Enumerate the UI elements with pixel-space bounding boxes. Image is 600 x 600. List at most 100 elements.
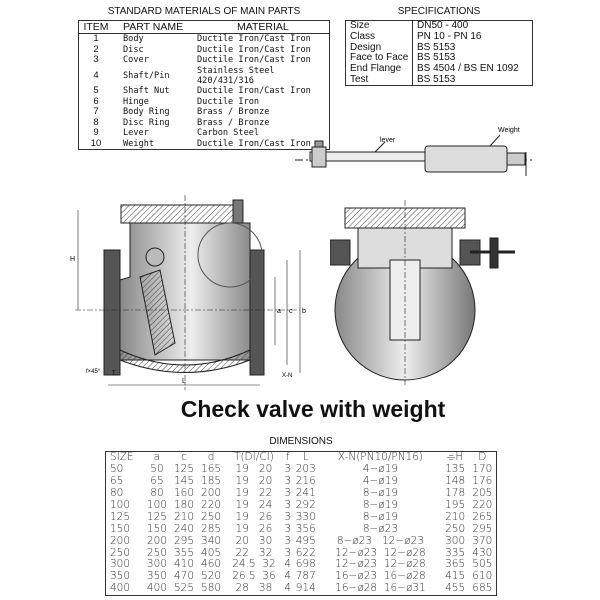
dimension-cell: 195: [445, 499, 466, 511]
dimension-cell: 335: [445, 546, 466, 559]
dimension-cell: 145: [173, 475, 195, 488]
item-number: 10: [90, 138, 102, 150]
lever-weight-drawing: lever Weight: [295, 127, 535, 176]
dimension-cell: 3: [284, 487, 292, 500]
dimension-cell: 3: [284, 499, 292, 511]
dimension-cell: 19 24: [235, 499, 273, 511]
spec-value: PN 10 - PN 16: [417, 31, 482, 43]
dimension-cell: 340: [201, 534, 222, 547]
dimension-cell: 356: [295, 522, 316, 535]
item-number: 6: [93, 95, 99, 107]
dimension-cell: 50: [150, 463, 164, 476]
dimension-cell: 355: [173, 546, 195, 559]
col-header: MATERIAL: [197, 20, 330, 34]
dimension-cell: 370: [472, 534, 493, 547]
dimension-cell: 3: [284, 510, 292, 523]
dimension-cell: 3: [284, 546, 292, 559]
spec-value: BS 5153: [417, 52, 456, 64]
material: Ductile Iron/Cast Iron: [197, 34, 311, 45]
dimension-cell: 200: [201, 487, 222, 500]
dimension-cell: 125: [146, 510, 167, 523]
material: Stainless Steel 420/431/316: [197, 65, 275, 86]
spec-value: DN50 - 400: [417, 20, 469, 32]
dimension-cell: 292: [295, 499, 316, 511]
material: Ductile Iron: [197, 96, 260, 107]
dimension-cell: 330: [295, 510, 316, 523]
material: Carbon Steel: [197, 128, 260, 139]
dimension-cell: 20 30: [235, 534, 273, 547]
dimension-cell: 400: [146, 582, 167, 595]
dimension-cell: 216: [295, 475, 316, 488]
col-header: d: [207, 451, 215, 464]
col-header: PART NAME: [113, 20, 197, 34]
dimension-cell: 210: [173, 510, 195, 523]
dimension-cell: 180: [173, 499, 195, 511]
part-name: Weight: [123, 139, 155, 150]
dimension-cell: 300: [110, 558, 131, 571]
dimension-cell: 80: [150, 487, 164, 500]
dimension-cell: 3: [284, 475, 292, 488]
dimension-cell: 8−ø19: [362, 487, 399, 500]
col-header: X-N(PN10/PN16): [337, 451, 424, 464]
lever-label: lever: [380, 137, 396, 144]
dimension-cell: 178: [445, 487, 466, 500]
dimension-cell: 685: [472, 582, 493, 595]
item-number: 5: [93, 85, 99, 97]
spec-label: Test: [345, 74, 413, 86]
col-header: T(DI/CI): [234, 451, 274, 464]
dimension-cell: 405: [201, 546, 222, 559]
col-header: ITEM: [78, 20, 113, 34]
dimension-cell: 914: [295, 582, 316, 595]
dimension-cell: 65: [110, 475, 124, 488]
dim-label-f: f×45°: [86, 369, 101, 375]
dim-label-H: H: [70, 256, 75, 263]
item-number: 2: [93, 43, 99, 55]
dimension-cell: 19 26: [235, 522, 273, 535]
col-header: c: [181, 451, 187, 464]
dimension-cell: 3: [284, 534, 292, 547]
dimension-cell: 220: [472, 499, 493, 511]
specifications-title: SPECIFICATIONS: [397, 6, 481, 17]
dimension-cell: 495: [295, 534, 316, 547]
dim-label-XN: X-N: [282, 373, 292, 379]
dimension-cell: 125: [110, 510, 131, 523]
dimension-cell: 148: [445, 475, 466, 488]
dimension-cell: 365: [445, 558, 466, 571]
dimension-cell: 24.5 32: [232, 558, 276, 571]
dim-label-c: c: [289, 308, 293, 315]
dim-label-T: T: [112, 371, 116, 377]
dimension-cell: 8−ø19: [362, 499, 399, 511]
dimension-cell: 240: [173, 522, 195, 535]
dimension-cell: 150: [146, 522, 167, 535]
material: Brass / Bronze: [197, 117, 270, 128]
dimension-cell: 203: [295, 463, 316, 476]
part-name: Body Ring: [123, 107, 170, 118]
dimension-cell: 460: [201, 558, 222, 571]
dimension-cell: 220: [201, 499, 222, 511]
dimension-cell: 100: [110, 499, 131, 511]
valve-side-view: [330, 200, 515, 385]
dimension-cell: 135: [445, 463, 466, 476]
dimension-cell: 50: [110, 463, 124, 476]
dimension-cell: 185: [201, 475, 222, 488]
dim-label-a: a: [277, 308, 281, 315]
dimension-cell: 241: [295, 487, 316, 500]
dimension-cell: 455: [445, 582, 466, 595]
weight-label: Weight: [498, 127, 520, 134]
item-number: 4: [93, 69, 99, 81]
part-name: Cover: [123, 55, 149, 66]
dimension-cell: 160: [173, 487, 195, 500]
